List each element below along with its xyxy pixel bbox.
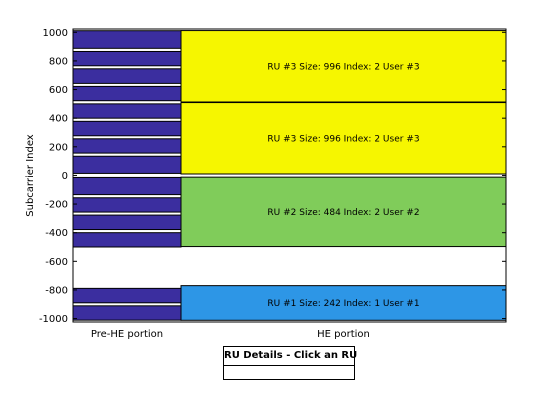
resource-unit-2[interactable] [180, 102, 507, 175]
pre-he-block-4 [72, 214, 182, 231]
pre-he-block-6 [72, 176, 182, 196]
y-tick-label-2: -600 [45, 257, 68, 268]
pre-he-block-1 [72, 305, 182, 321]
y-tick-label-5: 0 [62, 171, 68, 182]
y-tick-label-0: -1000 [39, 314, 68, 325]
pre-he-block-11 [72, 85, 182, 102]
pre-he-block-14 [72, 30, 182, 49]
ru-details-content [224, 366, 354, 380]
resource-unit-label-3: RU #2 Size: 484 Index: 2 User #2 [267, 208, 419, 218]
pre-he-block-5 [72, 197, 182, 213]
ru-details-title: RU Details - Click an RU [224, 347, 357, 366]
pre-he-block-12 [72, 68, 182, 84]
resource-unit-label-2: RU #3 Size: 996 Index: 2 User #3 [267, 134, 419, 144]
resource-unit-1[interactable] [180, 30, 507, 103]
resource-unit-label-1: RU #3 Size: 996 Index: 2 User #3 [267, 62, 419, 72]
resource-unit-4[interactable] [180, 285, 507, 321]
pre-he-block-9 [72, 120, 182, 137]
y-tick-label-1: -800 [45, 285, 68, 296]
y-tick-label-10: 1000 [43, 28, 68, 39]
y-tick-label-7: 400 [49, 114, 68, 125]
pre-he-block-13 [72, 50, 182, 67]
pre-he-block-10 [72, 103, 182, 119]
y-tick-label-4: -200 [45, 200, 68, 211]
pre-he-block-3 [72, 232, 182, 248]
x-tick-label-1: HE portion [317, 329, 370, 340]
y-tick-label-9: 800 [49, 56, 68, 67]
resource-unit-label-4: RU #1 Size: 242 Index: 1 User #1 [267, 299, 419, 309]
y-tick-label-3: -400 [45, 228, 68, 239]
y-tick-label-8: 600 [49, 85, 68, 96]
ru-details-panel: RU Details - Click an RU [223, 346, 357, 380]
x-tick-label-0: Pre-HE portion [91, 329, 163, 340]
pre-he-block-7 [72, 155, 182, 174]
pre-he-block-8 [72, 138, 182, 154]
y-tick-label-6: 200 [49, 142, 68, 153]
y-axis-label: Subcarrier Index [25, 134, 36, 217]
pre-he-block-2 [72, 287, 182, 304]
resource-unit-3[interactable] [180, 176, 507, 248]
